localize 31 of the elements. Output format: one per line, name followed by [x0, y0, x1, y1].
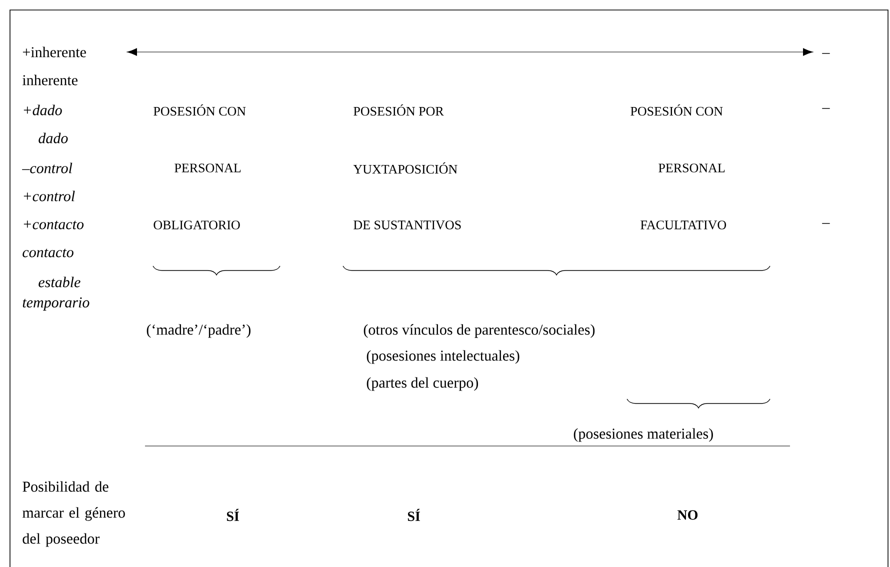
- answer-text: NO: [677, 510, 698, 520]
- feature-label: contacto: [22, 248, 74, 258]
- category-heading: YUXTAPOSICIÓN: [353, 162, 458, 174]
- feature-label: –control: [22, 162, 72, 174]
- example-text: (otros vínculos de parentesco/sociales): [364, 324, 595, 338]
- answer-text: SÍ: [408, 508, 420, 522]
- feature-label: temporario: [22, 297, 90, 311]
- category-heading: OBLIGATORIO: [154, 220, 240, 230]
- example-text: (partes del cuerpo): [366, 377, 478, 391]
- feature-label: dado: [38, 132, 68, 144]
- category-heading: POSESIÓN POR: [354, 104, 444, 116]
- scale-end-label: –: [822, 53, 830, 54]
- feature-label: +control: [24, 190, 75, 202]
- example-text: (posesiones intelectuales): [366, 350, 520, 364]
- answer-text: SÍ: [226, 508, 239, 522]
- value-mark: –: [822, 108, 830, 109]
- example-text: (‘madre’/‘padre’): [146, 324, 250, 338]
- feature-label: +contacto: [24, 220, 84, 230]
- example-text: (posesiones materiales): [574, 428, 713, 442]
- category-heading: POSESIÓN CON: [630, 104, 723, 116]
- category-heading: POSESIÓN CON: [154, 104, 246, 116]
- category-heading: PERSONAL: [174, 164, 241, 172]
- row-heading: Posibilidad de marcar el género del poseedor: [22, 481, 125, 547]
- feature-label: +dado: [24, 104, 62, 116]
- category-heading: DE SUSTANTIVOS: [354, 220, 461, 230]
- scale-end-label: +inherente: [22, 46, 86, 58]
- feature-label: inherente: [22, 74, 78, 86]
- category-heading: FACULTATIVO: [640, 220, 726, 230]
- value-mark: –: [822, 223, 830, 224]
- feature-label: estable: [38, 276, 80, 288]
- category-heading: PERSONAL: [658, 164, 725, 172]
